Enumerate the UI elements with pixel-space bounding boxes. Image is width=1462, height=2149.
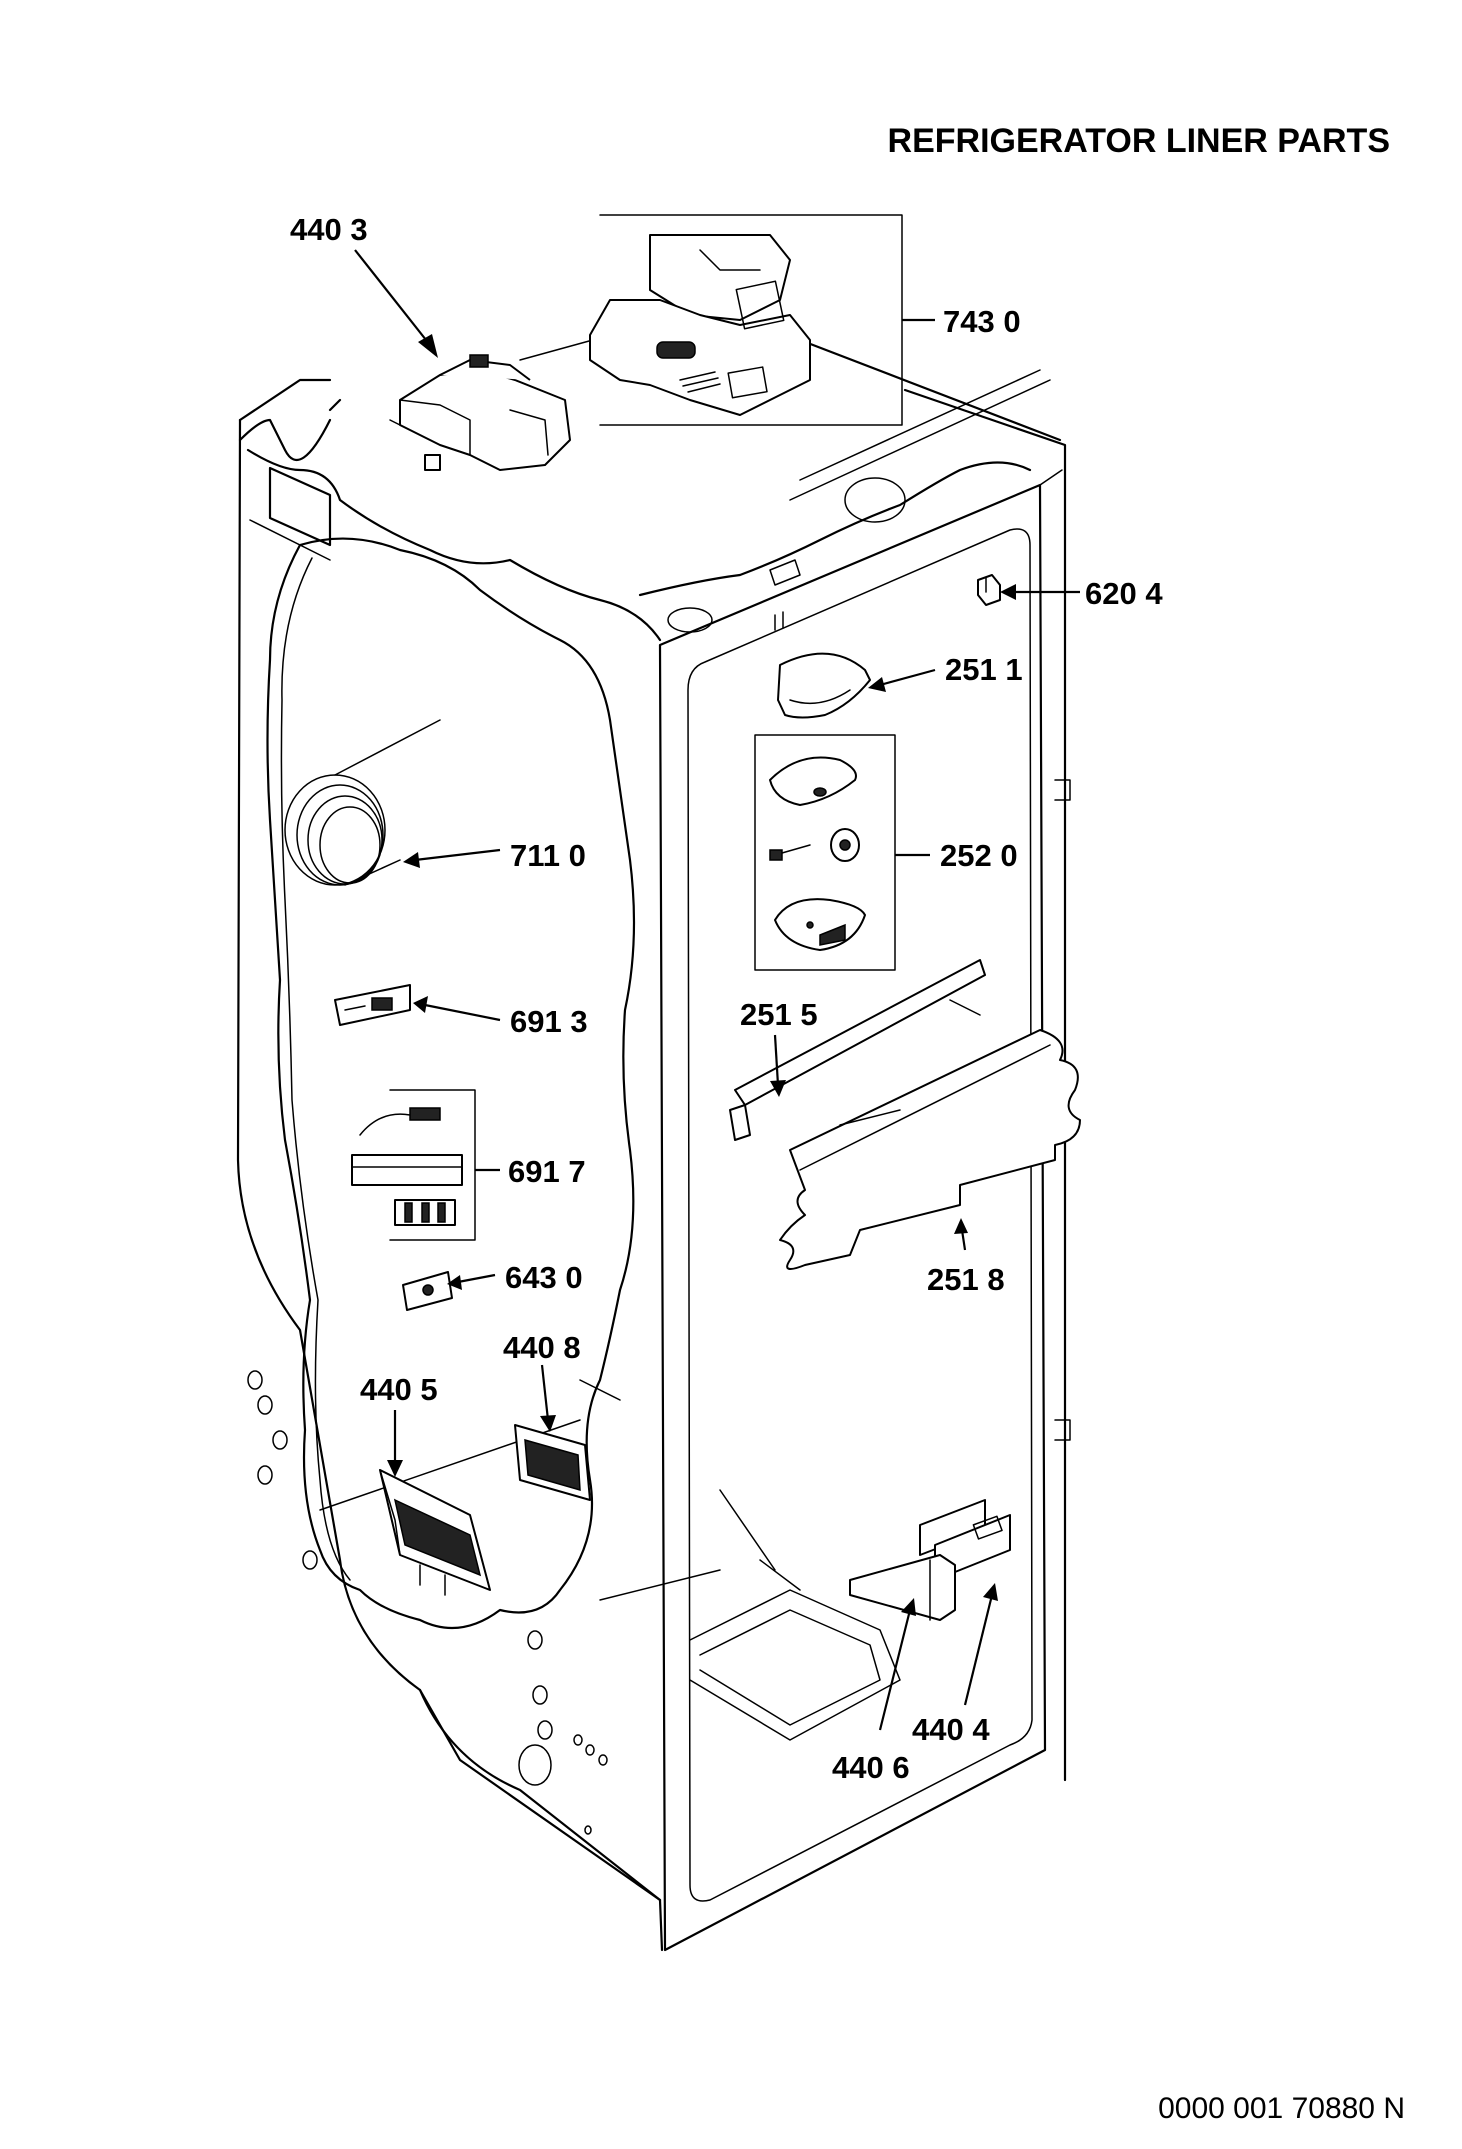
label-743-0: 743 0 [943, 304, 1021, 339]
part-6913-bracket [334, 984, 411, 1026]
part-4408-grille [514, 1424, 591, 1501]
part-7110-coil [284, 719, 441, 886]
label-252-0: 252 0 [940, 838, 1018, 873]
part-7430-assembly [589, 214, 903, 426]
liner-cabinet [236, 338, 1071, 1952]
label-620-4: 620 4 [1085, 576, 1163, 611]
label-440-5: 440 5 [360, 1372, 438, 1407]
part-4405-grille [379, 1469, 491, 1596]
part-6917-sensor-kit [351, 1089, 476, 1241]
part-2515-rail [729, 959, 986, 1141]
label-440-6: 440 6 [832, 1750, 910, 1785]
label-643-0: 643 0 [505, 1260, 583, 1295]
part-4406-4404-brackets [849, 1499, 1011, 1621]
part-4403-housing [389, 337, 601, 471]
label-691-7: 691 7 [508, 1154, 586, 1189]
drawing-number: 0000 001 70880 N [1158, 2092, 1405, 2125]
label-251-8: 251 8 [927, 1262, 1005, 1297]
part-2511-light-cover [774, 611, 871, 719]
label-440-4: 440 4 [912, 1712, 990, 1747]
label-691-3: 691 3 [510, 1004, 588, 1039]
label-251-5: 251 5 [740, 997, 818, 1032]
label-711-0: 711 0 [510, 838, 586, 873]
leader-lines [354, 249, 1080, 1731]
diagram-title: REFRIGERATOR LINER PARTS [888, 122, 1390, 160]
part-6204-clip [977, 574, 1001, 606]
label-440-3: 440 3 [290, 212, 368, 247]
part-6430-plate [402, 1271, 453, 1311]
label-440-8: 440 8 [503, 1330, 581, 1365]
part-2520-light-assembly [754, 734, 896, 971]
part-2518-panel [779, 999, 1081, 1270]
label-251-1: 251 1 [945, 652, 1023, 687]
